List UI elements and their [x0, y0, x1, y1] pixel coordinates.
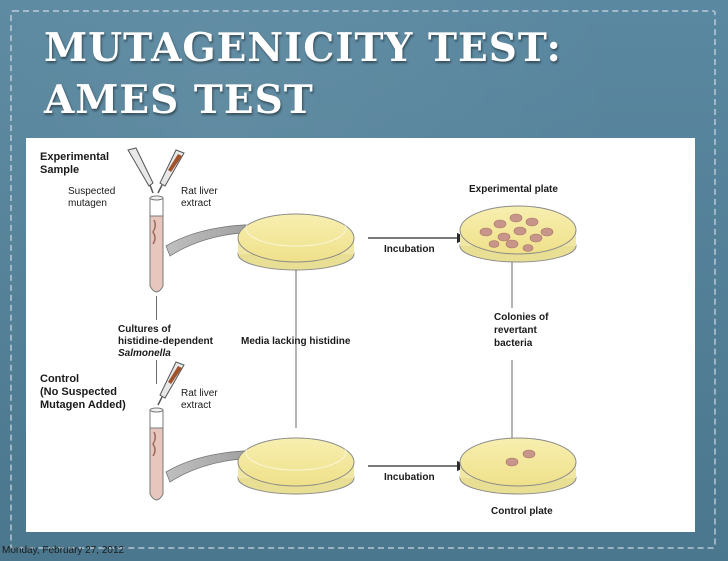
incubation-label-top: Incubation [384, 244, 435, 255]
control-plate [459, 437, 577, 495]
control-rat-liver-label-2: extract [181, 400, 211, 411]
revertant-colonies-top [479, 213, 554, 252]
cultures-label-3: Salmonella [118, 348, 171, 359]
footer-date: Monday, February 27, 2012 [2, 545, 125, 556]
slide-title: MUTAGENICITY TEST: AMES TEST [44, 25, 562, 123]
stitched-border [10, 10, 716, 549]
experimental-heading-line-1: Experimental [40, 151, 109, 163]
ames-test-figure: Experimental Sample Suspected mutagen Ra… [26, 138, 695, 532]
control-heading-line-2: (No Suspected [40, 386, 117, 398]
suspected-mutagen-label-2: mutagen [68, 198, 107, 209]
cultures-label-1: Cultures of [118, 324, 171, 335]
pipette-control-rat-liver-icon [157, 361, 185, 406]
rat-liver-label-2: extract [181, 198, 211, 209]
test-tube-experimental-icon [149, 195, 164, 293]
test-tube-control-icon [149, 407, 164, 501]
pipette-rat-liver-icon [157, 149, 185, 194]
petri-plate-top [237, 209, 355, 271]
media-label: Media lacking histidine [241, 336, 351, 347]
revertant-colonies-bottom [505, 449, 536, 467]
incubation-label-bottom: Incubation [384, 472, 435, 483]
control-rat-liver-label-1: Rat liver [181, 388, 218, 399]
control-heading-line-1: Control [40, 373, 79, 385]
suspected-mutagen-label-1: Suspected [68, 186, 115, 197]
experimental-plate-label: Experimental plate [469, 184, 558, 195]
experimental-heading-line-2: Sample [40, 164, 79, 176]
cultures-label-2: histidine-dependent [118, 336, 214, 347]
control-plate-label: Control plate [491, 506, 553, 517]
colonies-label-1: Colonies of [494, 312, 549, 323]
experimental-plate [459, 205, 577, 263]
colonies-label-2: revertant [494, 325, 537, 336]
petri-plate-bottom [237, 433, 355, 495]
control-heading-line-3: Mutagen Added) [40, 399, 126, 411]
colonies-label-3: bacteria [494, 338, 533, 349]
rat-liver-label-1: Rat liver [181, 186, 218, 197]
pipette-mutagen-icon [127, 147, 154, 194]
